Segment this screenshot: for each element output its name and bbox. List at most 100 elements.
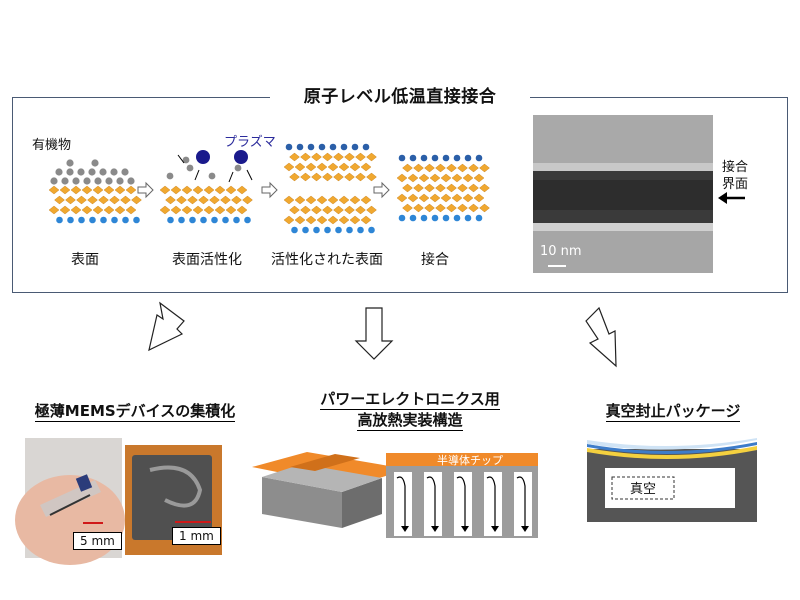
atom <box>349 195 361 205</box>
scale-1mm: 1 mm <box>172 527 221 545</box>
atom <box>67 216 74 224</box>
atom <box>208 172 216 180</box>
organics-label: 有機物 <box>32 138 72 153</box>
atom <box>76 195 87 205</box>
atom <box>396 173 408 183</box>
atom <box>402 203 413 213</box>
atom <box>186 164 194 172</box>
atom <box>125 185 137 195</box>
atom <box>311 172 322 182</box>
atom <box>468 203 479 213</box>
atom <box>355 172 366 182</box>
atom <box>214 185 226 195</box>
atom <box>192 185 204 195</box>
atom <box>83 177 91 185</box>
atom <box>225 205 237 215</box>
atom <box>111 216 118 224</box>
atom <box>305 162 317 172</box>
atom <box>187 195 198 205</box>
atom <box>420 214 428 222</box>
atom <box>100 216 107 224</box>
atom <box>468 183 479 193</box>
atom <box>349 162 361 172</box>
app-title-power-line2: 高放熱実装構造 <box>357 411 463 431</box>
app-title-mems: 極薄MEMSデバイスの集積化 <box>34 402 236 422</box>
atom <box>225 185 237 195</box>
atom <box>55 168 63 176</box>
atom <box>407 193 419 203</box>
atom <box>468 163 479 173</box>
atom <box>418 193 430 203</box>
atom <box>313 226 320 234</box>
atom <box>344 152 355 162</box>
step-label-activation: 表面活性化 <box>172 252 242 268</box>
atom <box>475 154 483 162</box>
atom <box>340 143 348 151</box>
atom <box>91 159 99 167</box>
atom <box>48 205 60 215</box>
atom <box>366 152 377 162</box>
interface-label-1: 接合 <box>721 160 748 175</box>
atom <box>368 226 375 234</box>
cooling-cross-section <box>386 453 538 538</box>
atom <box>435 183 446 193</box>
atom <box>346 226 353 234</box>
atom <box>120 195 131 205</box>
atom <box>327 215 339 225</box>
atom <box>133 216 140 224</box>
atom <box>435 163 446 173</box>
atom <box>424 163 435 173</box>
atom <box>121 168 129 176</box>
atom <box>203 185 215 195</box>
step-label-surface: 表面 <box>71 252 99 268</box>
atom <box>176 195 187 205</box>
atom <box>98 195 109 205</box>
atom <box>440 173 452 183</box>
atom <box>189 216 196 224</box>
atom <box>360 195 372 205</box>
atom <box>424 203 435 213</box>
atom <box>114 205 126 215</box>
atom <box>291 226 298 234</box>
atom <box>211 216 218 224</box>
atom <box>70 185 82 195</box>
down-arrow-left <box>148 301 185 352</box>
atom <box>413 183 424 193</box>
atom <box>453 154 461 162</box>
atom <box>446 183 457 193</box>
atom <box>333 172 344 182</box>
atom <box>333 152 344 162</box>
down-arrow-center <box>354 307 394 360</box>
atom <box>473 173 485 183</box>
tem-image <box>533 115 713 273</box>
atom <box>125 205 137 215</box>
atom <box>116 177 124 185</box>
atom <box>131 195 142 205</box>
atom <box>335 226 342 234</box>
atom <box>413 163 424 173</box>
atom <box>78 216 85 224</box>
atom <box>294 195 306 205</box>
atom <box>236 205 248 215</box>
atom <box>50 177 58 185</box>
atom <box>453 214 461 222</box>
atom <box>442 214 450 222</box>
atom <box>307 143 315 151</box>
atom <box>338 195 350 205</box>
vacuum-label: 真空 <box>629 482 656 497</box>
atom <box>178 216 185 224</box>
interface-label-2: 界面 <box>721 177 748 192</box>
plasma-particle <box>234 150 248 164</box>
atom <box>451 193 463 203</box>
step-arrow-3 <box>373 181 390 199</box>
atom <box>407 173 419 183</box>
atom <box>66 168 74 176</box>
app-title-vacuum: 真空封止パッケージ <box>605 402 741 422</box>
plasma-label: プラズマ <box>224 135 276 150</box>
atom <box>66 159 74 167</box>
atom <box>109 195 120 205</box>
atom <box>283 195 295 205</box>
atom <box>440 193 452 203</box>
atom <box>114 185 126 195</box>
atom <box>61 177 69 185</box>
